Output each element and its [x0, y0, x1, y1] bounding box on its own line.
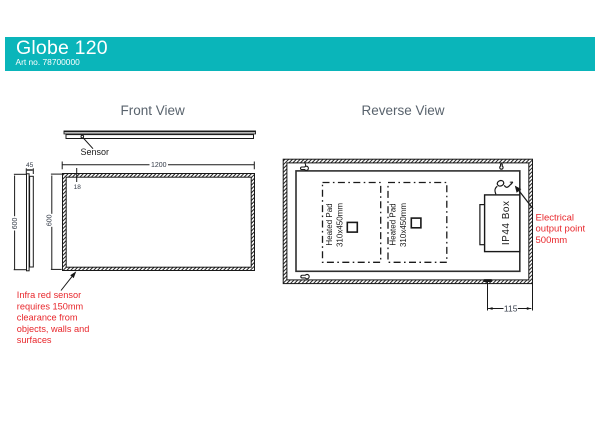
svg-text:500mm: 500mm	[536, 235, 568, 246]
svg-text:Infra red sensor: Infra red sensor	[17, 290, 81, 300]
svg-text:600: 600	[12, 217, 19, 229]
svg-text:600: 600	[47, 214, 54, 226]
svg-text:115: 115	[504, 303, 518, 313]
svg-text:clearance from: clearance from	[17, 313, 78, 323]
svg-text:requires 150mm: requires 150mm	[17, 301, 84, 311]
svg-text:310x450mm: 310x450mm	[399, 203, 408, 247]
svg-text:objects, walls and: objects, walls and	[17, 324, 90, 334]
svg-text:Reverse View: Reverse View	[361, 103, 444, 118]
svg-text:310x450mm: 310x450mm	[336, 203, 345, 247]
svg-text:IP44 Box: IP44 Box	[501, 201, 512, 246]
svg-text:1200: 1200	[151, 162, 167, 169]
svg-text:Heated Pad: Heated Pad	[325, 203, 334, 245]
svg-text:Heated Pad: Heated Pad	[389, 203, 398, 245]
svg-text:Front View: Front View	[120, 103, 185, 118]
svg-text:Electrical: Electrical	[536, 212, 575, 223]
svg-text:18: 18	[74, 184, 82, 191]
svg-text:Sensor: Sensor	[81, 147, 110, 157]
svg-text:45: 45	[26, 162, 34, 169]
svg-text:surfaces: surfaces	[17, 335, 52, 345]
svg-text:output point: output point	[536, 224, 586, 235]
